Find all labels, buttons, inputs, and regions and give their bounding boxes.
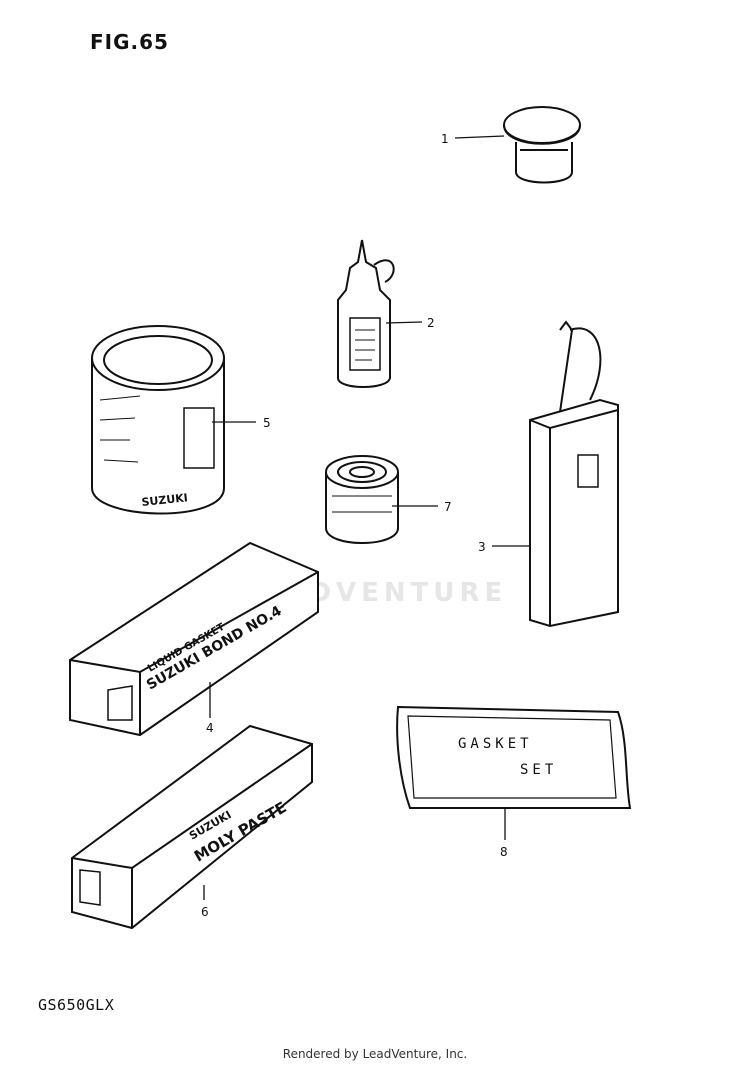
callout-2: 2: [427, 316, 435, 330]
part-1-cap[interactable]: [503, 106, 581, 184]
callout-3: 3: [478, 540, 486, 554]
leader-lines: [203, 135, 530, 900]
part-7-tin[interactable]: [325, 455, 399, 544]
callout-6: 6: [201, 905, 209, 919]
callout-4: 4: [206, 721, 214, 735]
model-code: GS650GLX: [38, 996, 115, 1014]
callout-1: 1: [441, 132, 449, 146]
gasket-label-line1: GASKET: [458, 736, 533, 752]
callout-8: 8: [500, 845, 508, 859]
part-4-bond-box[interactable]: [69, 541, 319, 737]
part-8-gasket-set[interactable]: [396, 705, 632, 809]
callout-7: 7: [444, 500, 452, 514]
part-6-paste-box[interactable]: [71, 724, 313, 930]
part-2-bottle[interactable]: [337, 239, 395, 388]
callout-5: 5: [263, 416, 271, 430]
part-5-large-can[interactable]: [91, 325, 225, 515]
part-3-oil-can[interactable]: [529, 320, 619, 628]
footer-credit: Rendered by LeadVenture, Inc.: [282, 1047, 468, 1061]
figure-title: FIG.65: [90, 30, 169, 54]
can-label: SUZUKI: [141, 491, 188, 509]
gasket-label-line2: SET: [520, 762, 557, 778]
